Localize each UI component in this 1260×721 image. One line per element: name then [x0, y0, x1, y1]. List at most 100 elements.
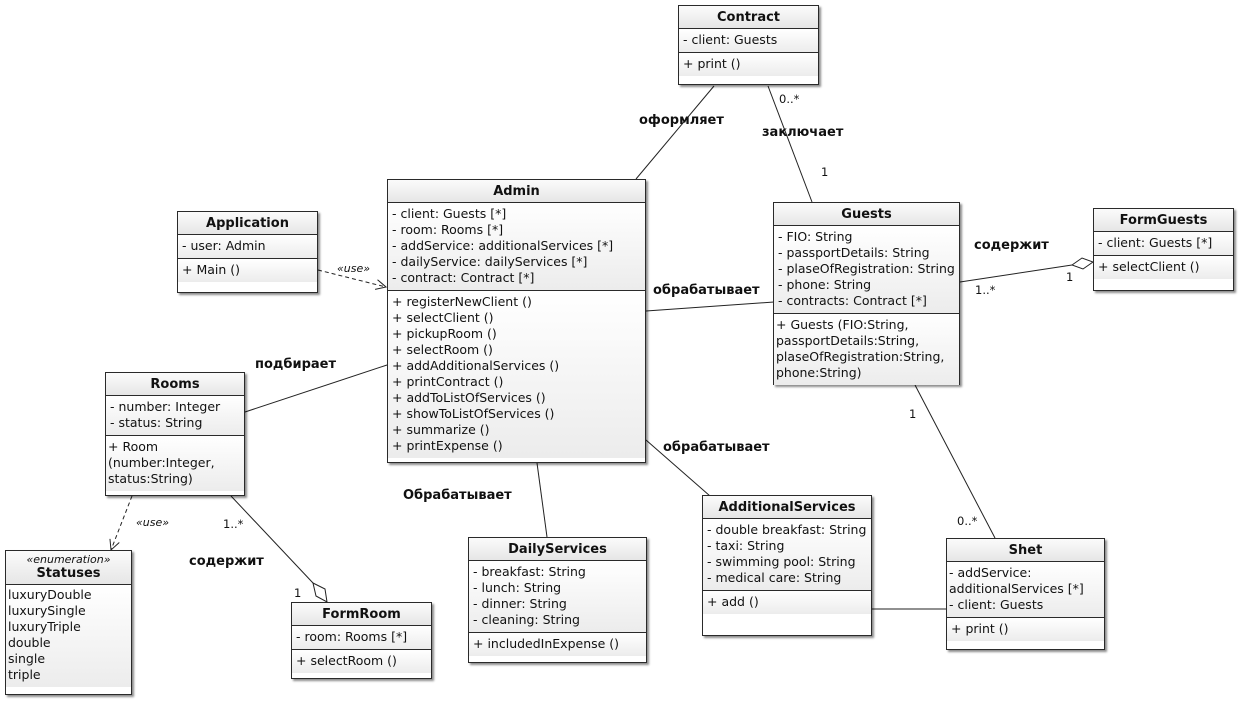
operation: + summarize () — [392, 422, 490, 437]
attribute: - swimming pool: String — [707, 554, 856, 569]
class-formguests[interactable]: FormGuests - client: Guests [*] + select… — [1093, 208, 1234, 291]
multiplicity: 1 — [909, 407, 917, 421]
operations-section: + add () — [703, 590, 871, 614]
class-name: AdditionalServices — [703, 496, 871, 519]
attribute: - room: Rooms [*] — [392, 222, 504, 237]
class-name: Application — [178, 212, 317, 235]
enum-literal: luxuryTriple — [8, 619, 81, 634]
operations-section: + Room (number:Integer, status:String) — [106, 435, 244, 491]
operation: + pickupRoom () — [392, 326, 497, 341]
association-label: заключает — [762, 125, 844, 140]
attributes-section: - client: Guests [*] - room: Rooms [*] -… — [388, 203, 645, 290]
operations-section: + includedInExpense () — [469, 632, 646, 656]
aggregation-diamond — [1070, 257, 1095, 270]
operation: + Room (number:Integer, status:String) — [108, 439, 215, 486]
association-label: содержит — [974, 238, 1049, 253]
operations-section: + print () — [947, 617, 1104, 641]
assoc-admin-additionalservices — [645, 439, 711, 497]
operation: + registerNewClient () — [392, 294, 532, 309]
attribute: - client: Guests [*] — [1098, 235, 1213, 250]
attribute: - dinner: String — [473, 596, 567, 611]
attribute: - dailyService: dailyServices [*] — [392, 254, 588, 269]
attributes-section: - user: Admin — [178, 235, 317, 258]
operation: + addToListOfServices () — [392, 390, 546, 405]
class-shet[interactable]: Shet - addService: additionalServices [*… — [946, 538, 1105, 650]
attribute: - lunch: String — [473, 580, 562, 595]
multiplicity: 1 — [821, 165, 829, 179]
association-label: обрабатывает — [663, 440, 770, 455]
attribute: - contracts: Contract [*] — [778, 293, 927, 308]
class-formroom[interactable]: FormRoom - room: Rooms [*] + selectRoom … — [291, 602, 432, 679]
attributes-section: - double breakfast: String - taxi: Strin… — [703, 519, 871, 590]
operations-section: + Guests (FIO:String, passportDetails:St… — [774, 313, 959, 385]
attribute: - client: Guests — [683, 32, 778, 47]
enum-statuses[interactable]: «enumeration» Statuses luxuryDouble luxu… — [5, 550, 132, 695]
attribute: - contract: Contract [*] — [392, 270, 535, 285]
attribute: - double breakfast: String — [707, 522, 867, 537]
attributes-section: - client: Guests — [679, 29, 818, 52]
multiplicity: 1..* — [223, 517, 244, 531]
attribute: - user: Admin — [182, 238, 266, 253]
class-contract[interactable]: Contract - client: Guests + print () — [678, 5, 819, 85]
attribute: - taxi: String — [707, 538, 785, 553]
attribute: - client: Guests — [949, 597, 1044, 612]
class-name: Admin — [388, 180, 645, 203]
association-label: оформляет — [639, 113, 724, 128]
class-name: Rooms — [106, 373, 244, 396]
dependency-rooms-statuses — [111, 495, 133, 550]
attribute: - addService: additionalServices [*] — [392, 238, 614, 253]
attributes-section: - room: Rooms [*] — [292, 626, 431, 649]
enum-name: Statuses — [36, 566, 101, 581]
association-label: содержит — [189, 554, 264, 569]
literals-section: luxuryDouble luxurySingle luxuryTriple d… — [6, 585, 131, 687]
operation: + print () — [683, 56, 741, 71]
operation: + printContract () — [392, 374, 504, 389]
agg-guests-formguests — [959, 264, 1073, 283]
operation: + selectClient () — [1098, 259, 1200, 274]
assoc-admin-rooms — [244, 364, 388, 413]
class-admin[interactable]: Admin - client: Guests [*] - room: Rooms… — [387, 179, 646, 463]
class-name: Guests — [774, 203, 959, 226]
class-name: Contract — [679, 6, 818, 29]
class-guests[interactable]: Guests - FIO: String - passportDetails: … — [773, 202, 960, 385]
operation: + Guests (FIO:String, passportDetails:St… — [776, 317, 945, 380]
operations-section: + selectClient () — [1094, 255, 1233, 279]
enum-literal: luxurySingle — [8, 603, 86, 618]
attribute: - breakfast: String — [473, 564, 586, 579]
assoc-admin-contract — [635, 85, 715, 180]
operations-section: + Main () — [178, 258, 317, 282]
operation: + selectRoom () — [296, 653, 397, 668]
class-application[interactable]: Application - user: Admin + Main () — [177, 211, 318, 293]
attribute: - phone: String — [778, 277, 872, 292]
attribute: - plaseOfRegistration: String — [778, 261, 955, 276]
assoc-admin-guests — [645, 301, 775, 312]
attributes-section: - number: Integer - status: String — [106, 396, 244, 435]
operation: + add () — [707, 594, 759, 609]
attributes-section: - client: Guests [*] — [1094, 232, 1233, 255]
class-dailyservices[interactable]: DailyServices - breakfast: String - lunc… — [468, 537, 647, 663]
operation: + includedInExpense () — [473, 636, 620, 651]
class-additionalservices[interactable]: AdditionalServices - double breakfast: S… — [702, 495, 872, 636]
assoc-guests-shet — [914, 384, 996, 539]
enum-literal: luxuryDouble — [8, 587, 92, 602]
operation: + selectRoom () — [392, 342, 493, 357]
aggregation-diamond — [312, 582, 328, 603]
operation: + printExpense () — [392, 438, 503, 453]
attributes-section: - addService: additionalServices [*] - c… — [947, 562, 1104, 617]
operation: + selectClient () — [392, 310, 494, 325]
attribute: - status: String — [110, 415, 203, 430]
dependency-stereotype: «use» — [337, 262, 371, 275]
stereotype: «enumeration» — [26, 553, 111, 566]
assoc-admin-dailyservices — [536, 462, 548, 538]
class-name: Shet — [947, 539, 1104, 562]
class-rooms[interactable]: Rooms - number: Integer - status: String… — [105, 372, 245, 496]
enum-literal: single — [8, 651, 46, 666]
attribute: - addService: additionalServices [*] — [949, 565, 1084, 596]
class-name: DailyServices — [469, 538, 646, 561]
operation: + showToListOfServices () — [392, 406, 555, 421]
attribute: - medical care: String — [707, 570, 842, 585]
dependency-stereotype: «use» — [136, 516, 170, 529]
class-name: FormRoom — [292, 603, 431, 626]
attributes-section: - breakfast: String - lunch: String - di… — [469, 561, 646, 632]
agg-rooms-formroom — [230, 495, 314, 584]
